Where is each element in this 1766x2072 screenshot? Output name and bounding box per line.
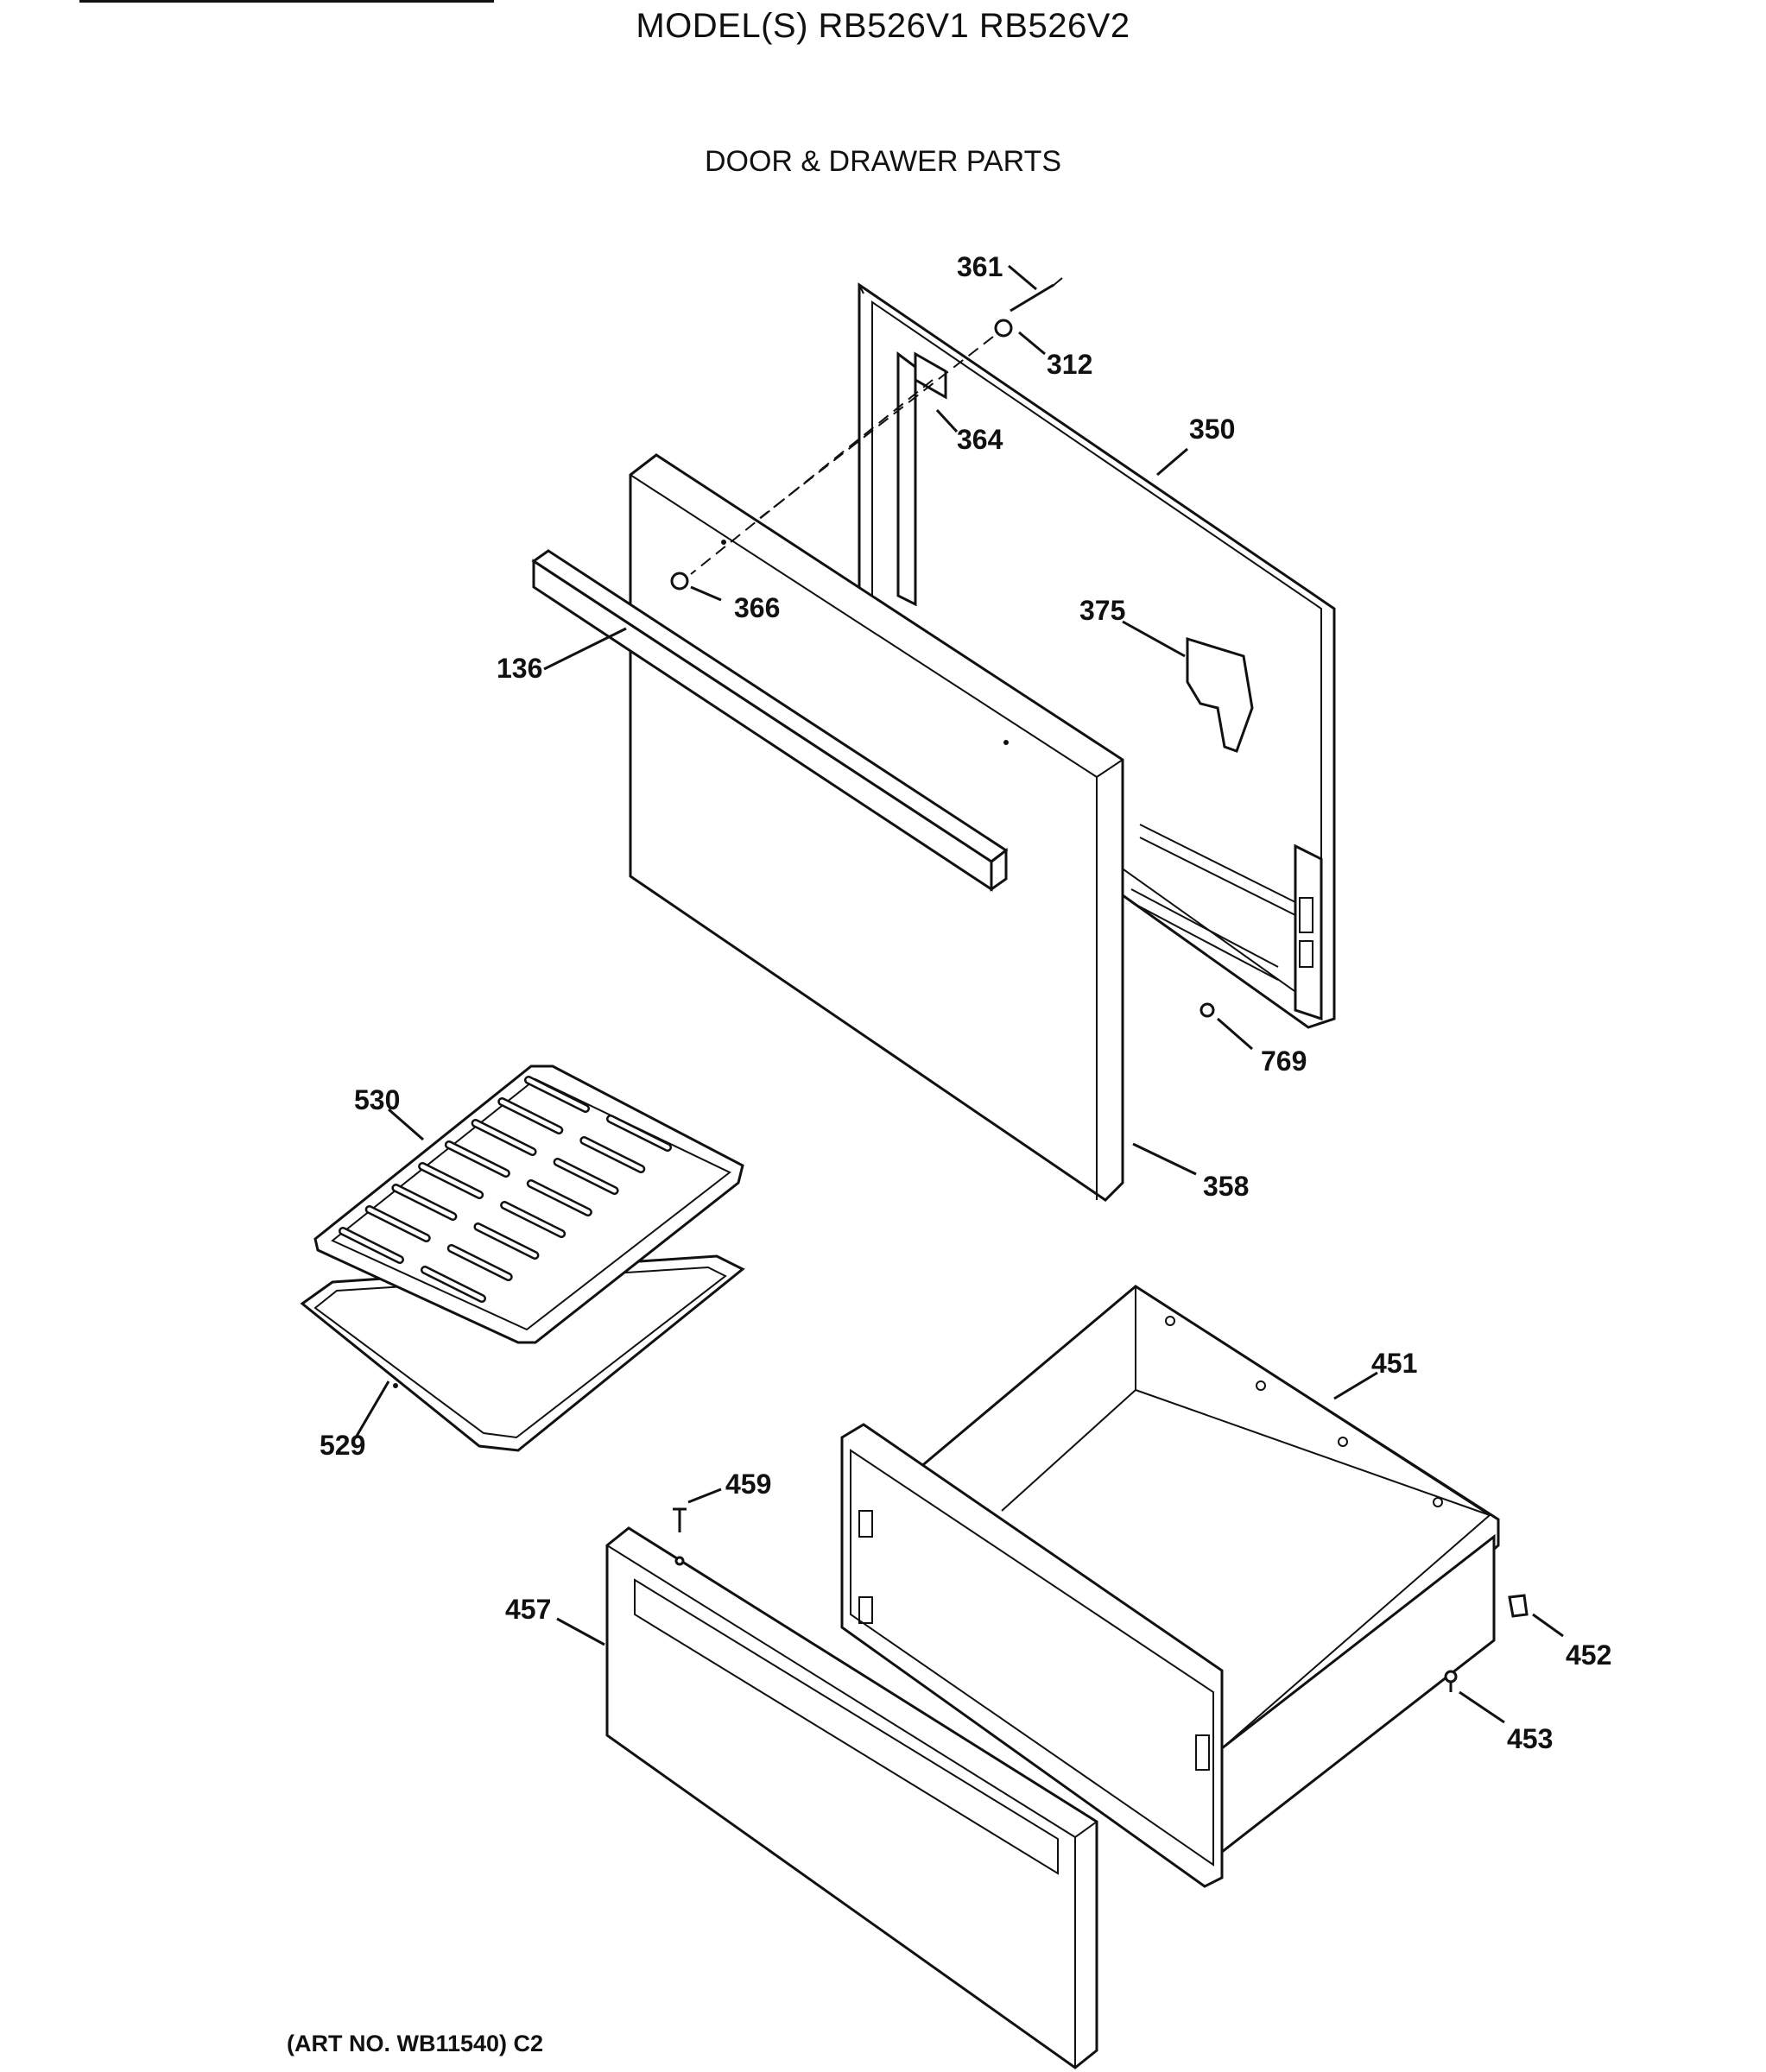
part-label-375: 375	[1079, 595, 1125, 626]
rack-slot-inner	[422, 1267, 484, 1301]
part-label-457: 457	[505, 1594, 551, 1625]
rack-slot-inner	[473, 1121, 535, 1154]
rack-slot-inner	[449, 1246, 511, 1279]
door-inner-panel	[858, 282, 1336, 1029]
top-rule	[79, 0, 494, 3]
part-label-136: 136	[497, 653, 542, 684]
leader-lines	[354, 264, 1564, 1724]
rack-slot-inner	[420, 1164, 482, 1197]
part-label-451: 451	[1371, 1348, 1417, 1379]
rack-slot-inner	[581, 1138, 643, 1172]
drawer-front-inner	[840, 1423, 1224, 1888]
rack-slot-inner	[393, 1185, 455, 1219]
page-subtitle: DOOR & DRAWER PARTS	[704, 145, 1062, 178]
drawer-front-panel	[605, 1526, 1098, 2069]
door-outer-panel	[629, 453, 1124, 1202]
part-label-769: 769	[1261, 1045, 1307, 1077]
part-label-312: 312	[1047, 349, 1092, 380]
art-number: (ART NO. WB11540) C2	[287, 2031, 544, 2056]
drawer-body	[918, 1285, 1500, 1855]
door-handle	[531, 549, 1009, 892]
broiler-rack-slots	[339, 1076, 672, 1303]
rack-slot-inner	[475, 1224, 537, 1258]
part-label-453: 453	[1507, 1723, 1553, 1754]
part-label-530: 530	[354, 1084, 400, 1115]
rack-slot-inner	[555, 1159, 617, 1193]
rack-slot-inner	[340, 1229, 402, 1262]
rack-slot-inner	[608, 1116, 670, 1150]
rack-slot-inner	[446, 1142, 509, 1176]
part-label-361: 361	[957, 251, 1003, 282]
rack-slot-inner	[367, 1207, 429, 1241]
part-label-364: 364	[957, 424, 1003, 455]
broiler-pan	[300, 1254, 745, 1452]
door-fasteners	[670, 277, 1063, 591]
part-label-358: 358	[1203, 1171, 1249, 1202]
page-title: MODEL(S) RB526V1 RB526V2	[636, 7, 1130, 45]
part-label-459: 459	[725, 1469, 771, 1500]
rack-slot-inner	[502, 1203, 564, 1236]
part-label-350: 350	[1189, 414, 1235, 445]
rack-slot-inner	[499, 1099, 561, 1133]
part-label-366: 366	[734, 592, 780, 623]
drawer-fasteners	[673, 1507, 1529, 1692]
part-label-452: 452	[1566, 1639, 1611, 1671]
rack-slot-inner	[529, 1181, 591, 1215]
rack-slot-inner	[526, 1077, 588, 1111]
part-label-529: 529	[320, 1430, 365, 1461]
